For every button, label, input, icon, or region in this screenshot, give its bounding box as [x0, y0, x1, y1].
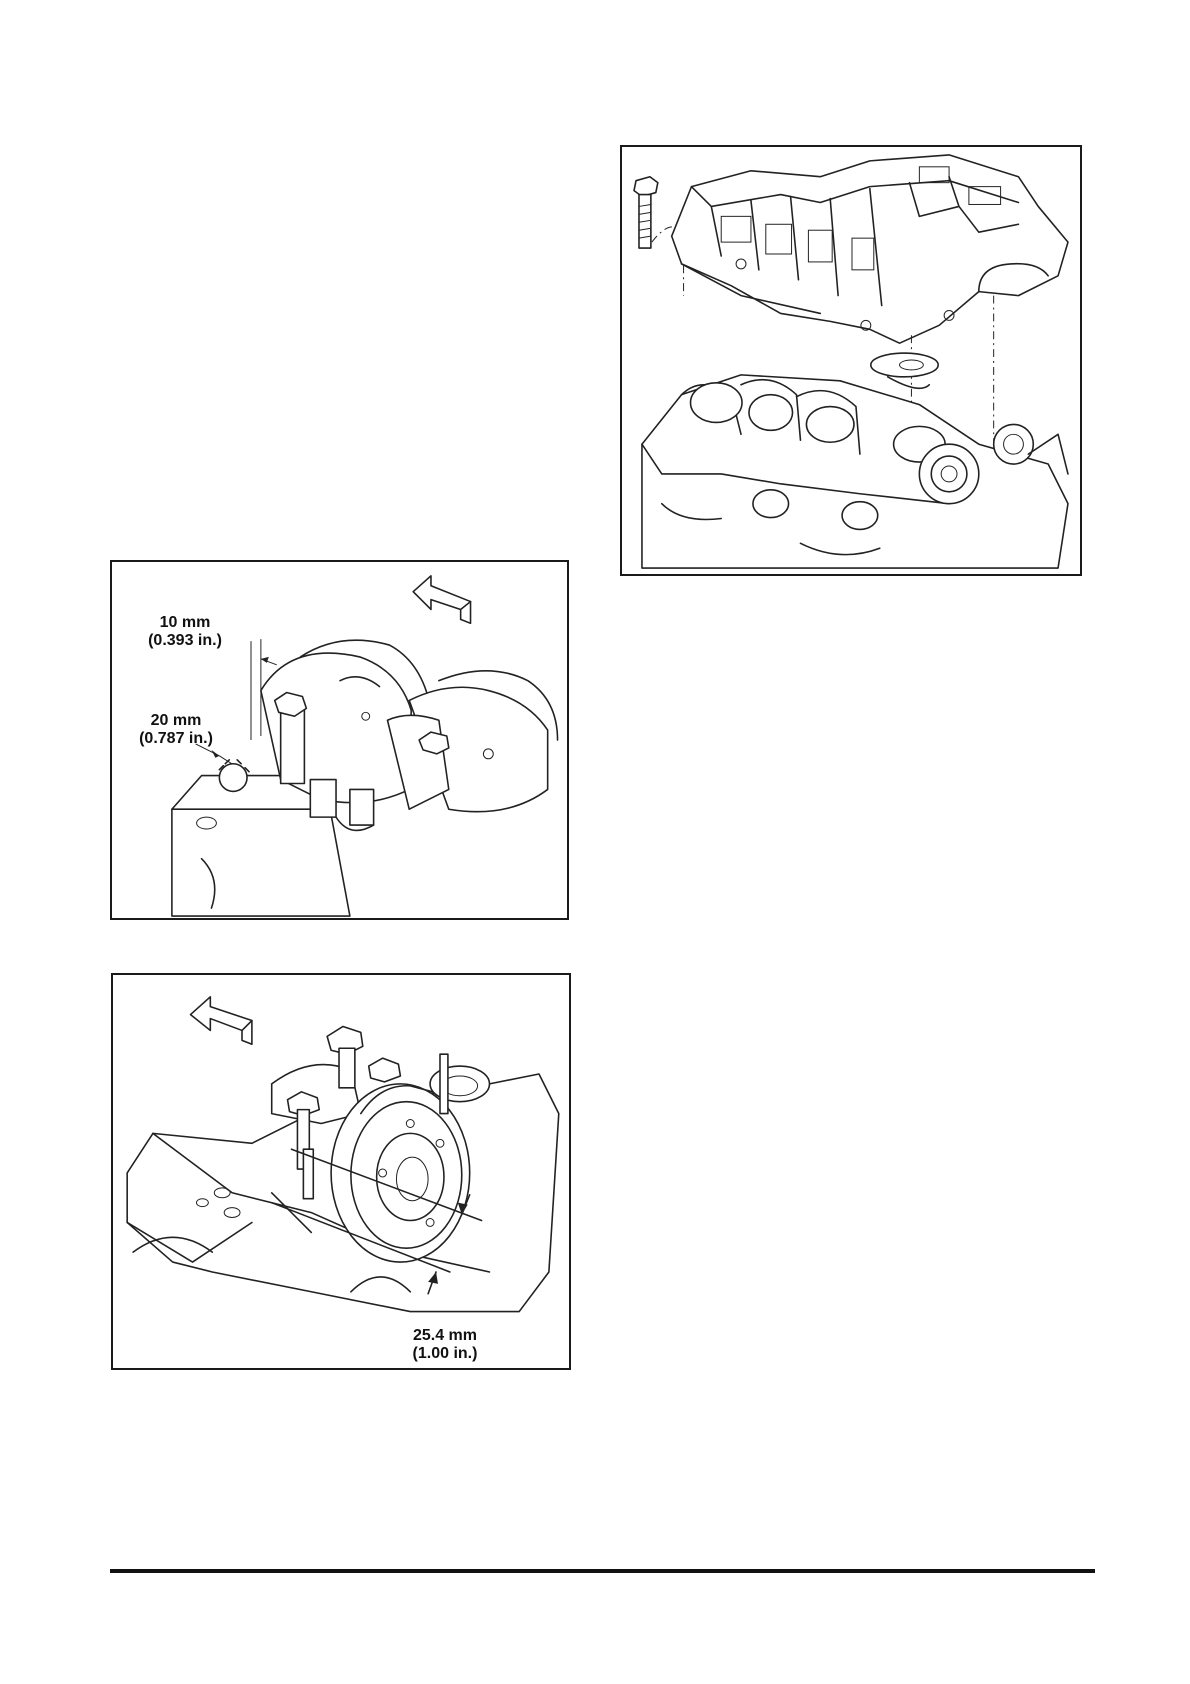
oil-pump-illustration: [113, 975, 569, 1368]
dim-top-mm: 10 mm: [124, 614, 246, 632]
dim-label-bottom: 20 mm (0.787 in.): [116, 712, 236, 748]
dim-label-pump: 25.4 mm (1.00 in.): [385, 1327, 505, 1363]
crankshaft-dimension-figure: 10 mm (0.393 in.) 20 mm (0.787 in.): [110, 560, 569, 920]
dim-label-top: 10 mm (0.393 in.): [124, 614, 246, 650]
oil-pump-alignment-figure: 25.4 mm (1.00 in.): [111, 973, 571, 1370]
oil-pan-installation-figure: [620, 145, 1082, 576]
front-arrow-icon: [413, 576, 470, 623]
oil-pickup: [871, 353, 938, 388]
front-arrow-icon: [191, 997, 252, 1045]
dim-bottom-in: (0.787 in.): [116, 730, 236, 748]
dim-pump-mm: 25.4 mm: [385, 1327, 505, 1345]
cylinder-block: [642, 375, 1068, 568]
dim-top-in: (0.393 in.): [124, 632, 246, 650]
dim-pump-in: (1.00 in.): [385, 1345, 505, 1363]
footer-rule: [110, 1569, 1095, 1573]
oil-pan-installation-illustration: [622, 147, 1080, 574]
dim-bottom-mm: 20 mm: [116, 712, 236, 730]
upper-housing: [672, 155, 1068, 343]
